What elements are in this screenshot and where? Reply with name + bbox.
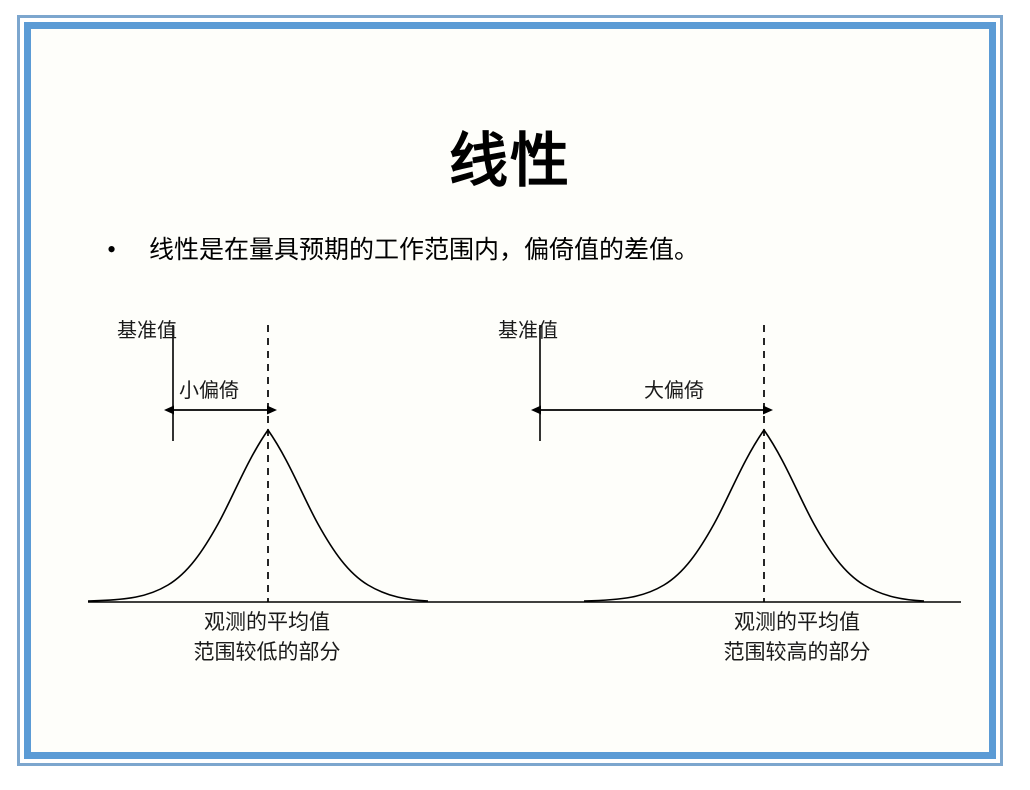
left-reference-label: 基准值	[117, 320, 177, 342]
left-caption-line-1: 观测的平均值	[204, 610, 330, 634]
right-reference-label: 基准值	[498, 320, 558, 342]
right-bias-label: 大偏倚	[644, 380, 704, 402]
left-caption-line-2: 范围较低的部分	[193, 640, 341, 665]
right-caption-line-2: 范围较高的部分	[723, 640, 871, 665]
right-bell-curve	[583, 428, 925, 602]
linearity-diagram: 基准值 基准值 小偏倚 大偏倚 观测的平均值 范围较低的部分 观测的平均值 范围…	[31, 29, 989, 752]
bullet-item: • 线性是在量具预期的工作范围内，偏倚值的差值。	[107, 235, 700, 266]
bullet-text: 线性是在量具预期的工作范围内，偏倚值的差值。	[149, 237, 700, 264]
distribution-curves-svg	[87, 325, 961, 603]
left-caption: 观测的平均值 范围较低的部分	[137, 607, 397, 668]
right-caption-line-1: 观测的平均值	[734, 610, 860, 634]
page-title: 线性	[448, 128, 571, 194]
slide-frame-outer	[17, 15, 1003, 766]
bullet-marker-icon: •	[107, 235, 117, 264]
slide-frame-inner	[24, 22, 996, 759]
left-bias-label: 小偏倚	[179, 380, 239, 402]
left-bell-curve	[87, 428, 429, 602]
right-caption: 观测的平均值 范围较高的部分	[667, 607, 927, 668]
slide-canvas: 线性 • 线性是在量具预期的工作范围内，偏倚值的差值。	[31, 29, 989, 752]
